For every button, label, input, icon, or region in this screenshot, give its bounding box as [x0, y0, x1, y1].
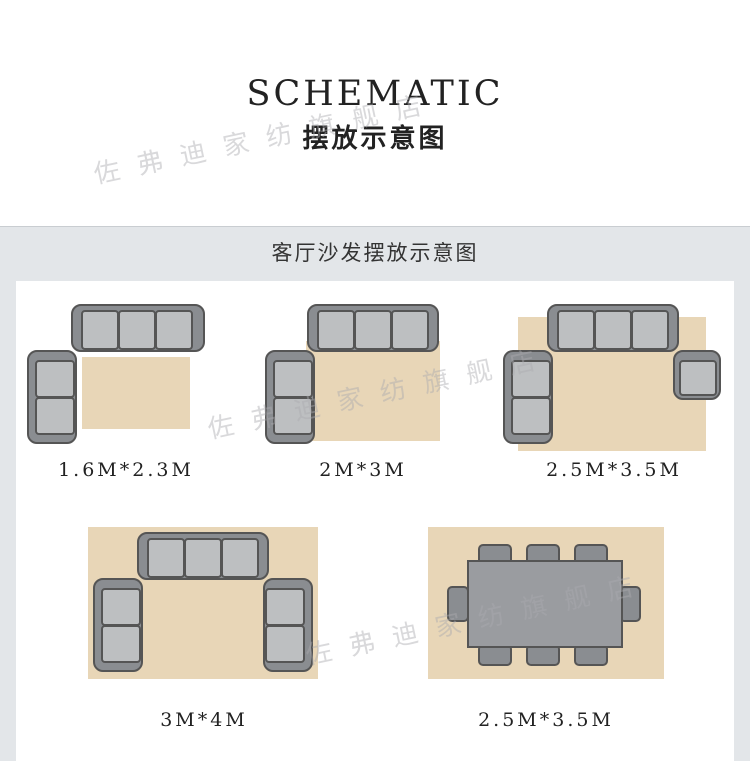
- dining-table: [467, 560, 623, 648]
- rug-2: [306, 341, 440, 441]
- layout-4: [88, 527, 318, 679]
- diagram-panel: 客厅沙发摆放示意图: [0, 226, 750, 761]
- layout-diagram: [27, 304, 721, 679]
- label-4: 3M*4M: [160, 709, 248, 731]
- title-chinese: 摆放示意图: [302, 124, 448, 154]
- label-3: 2.5M*3.5M: [546, 459, 682, 481]
- label-1: 1.6M*2.3M: [58, 459, 194, 481]
- label-2: 2M*3M: [319, 459, 407, 481]
- layout-5: [428, 527, 664, 679]
- rug-1: [82, 357, 190, 429]
- layout-2: [265, 304, 440, 444]
- header-section: SCHEMATIC 摆放示意图 佐弗迪家纺旗舰店: [0, 0, 750, 226]
- label-5: 2.5M*3.5M: [478, 709, 614, 731]
- diagram-card: 1.6M*2.3M 2M*3M 2.5M*3.5M 3M*4M 2.5M*3.5…: [16, 281, 734, 761]
- title-english: SCHEMATIC: [246, 74, 504, 114]
- layout-1: [27, 304, 205, 444]
- panel-heading: 客厅沙发摆放示意图: [271, 241, 479, 265]
- layout-3: [503, 304, 721, 451]
